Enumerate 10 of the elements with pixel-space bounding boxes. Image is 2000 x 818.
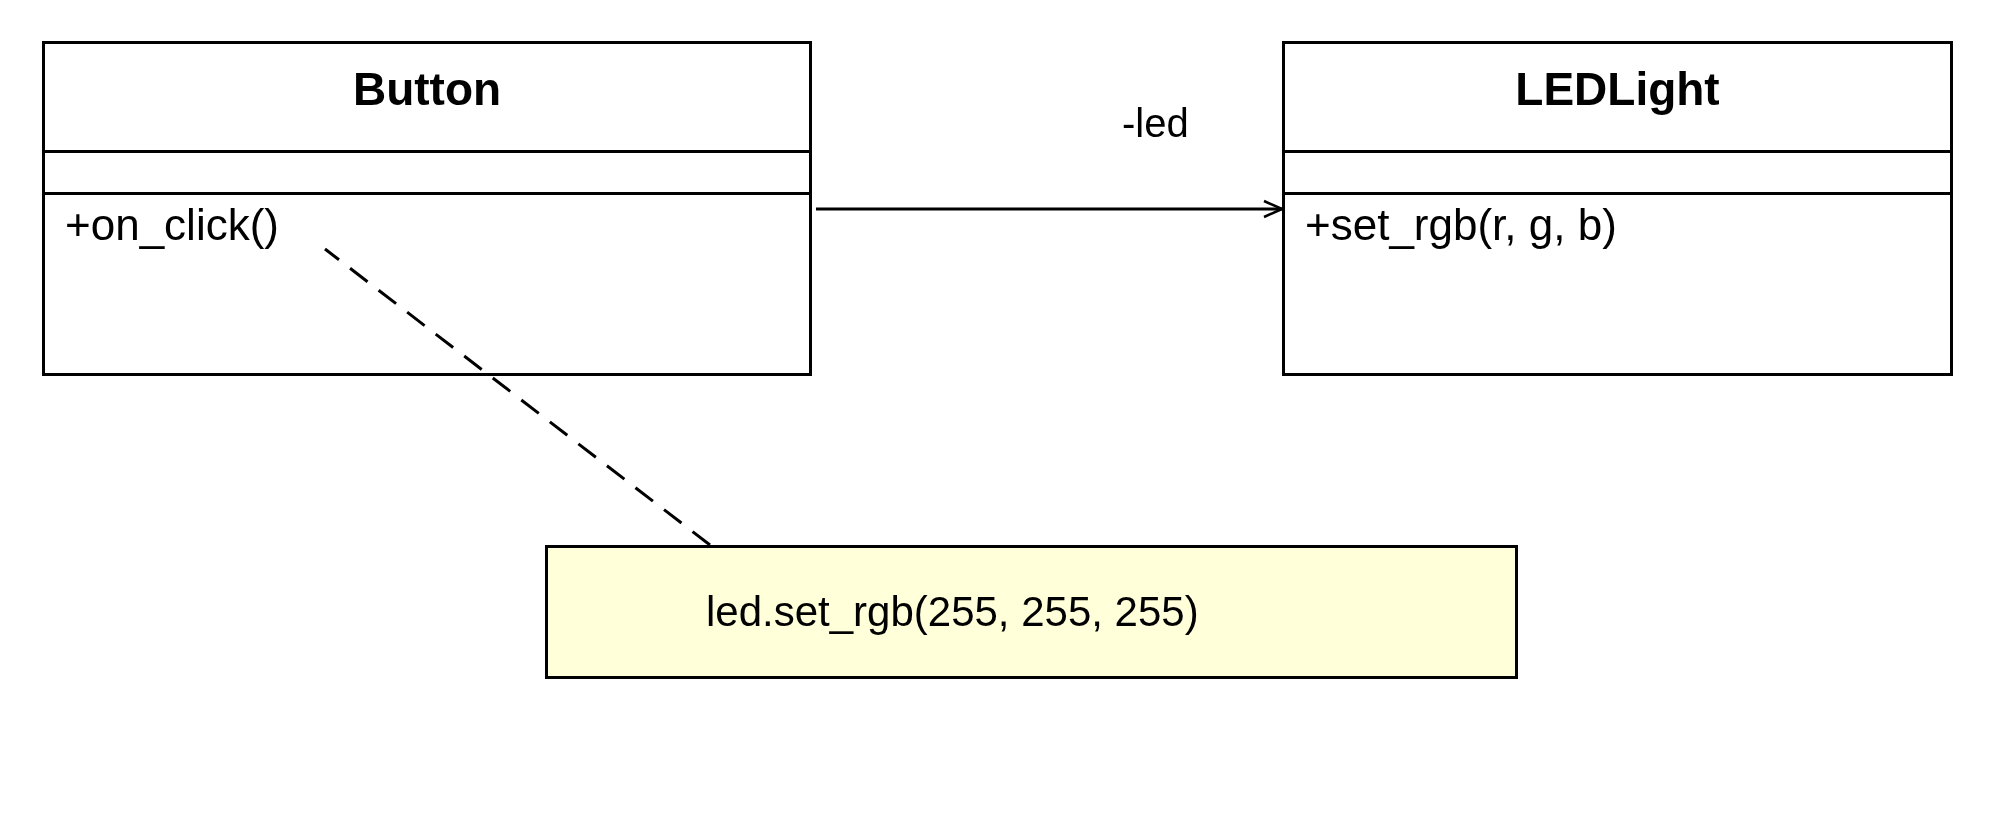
class-name: Button <box>351 62 503 117</box>
association-arrow <box>816 199 1284 219</box>
class-box <box>1282 41 1953 376</box>
operation-text: +set_rgb(r, g, b) <box>1305 198 1617 252</box>
operation-text: +on_click() <box>65 198 279 252</box>
class-name: LEDLight <box>1514 62 1721 117</box>
note-text: led.set_rgb(255, 255, 255) <box>706 591 1199 633</box>
class-box <box>42 41 812 376</box>
dashed-connector <box>324 247 711 547</box>
note-box <box>545 545 1518 679</box>
